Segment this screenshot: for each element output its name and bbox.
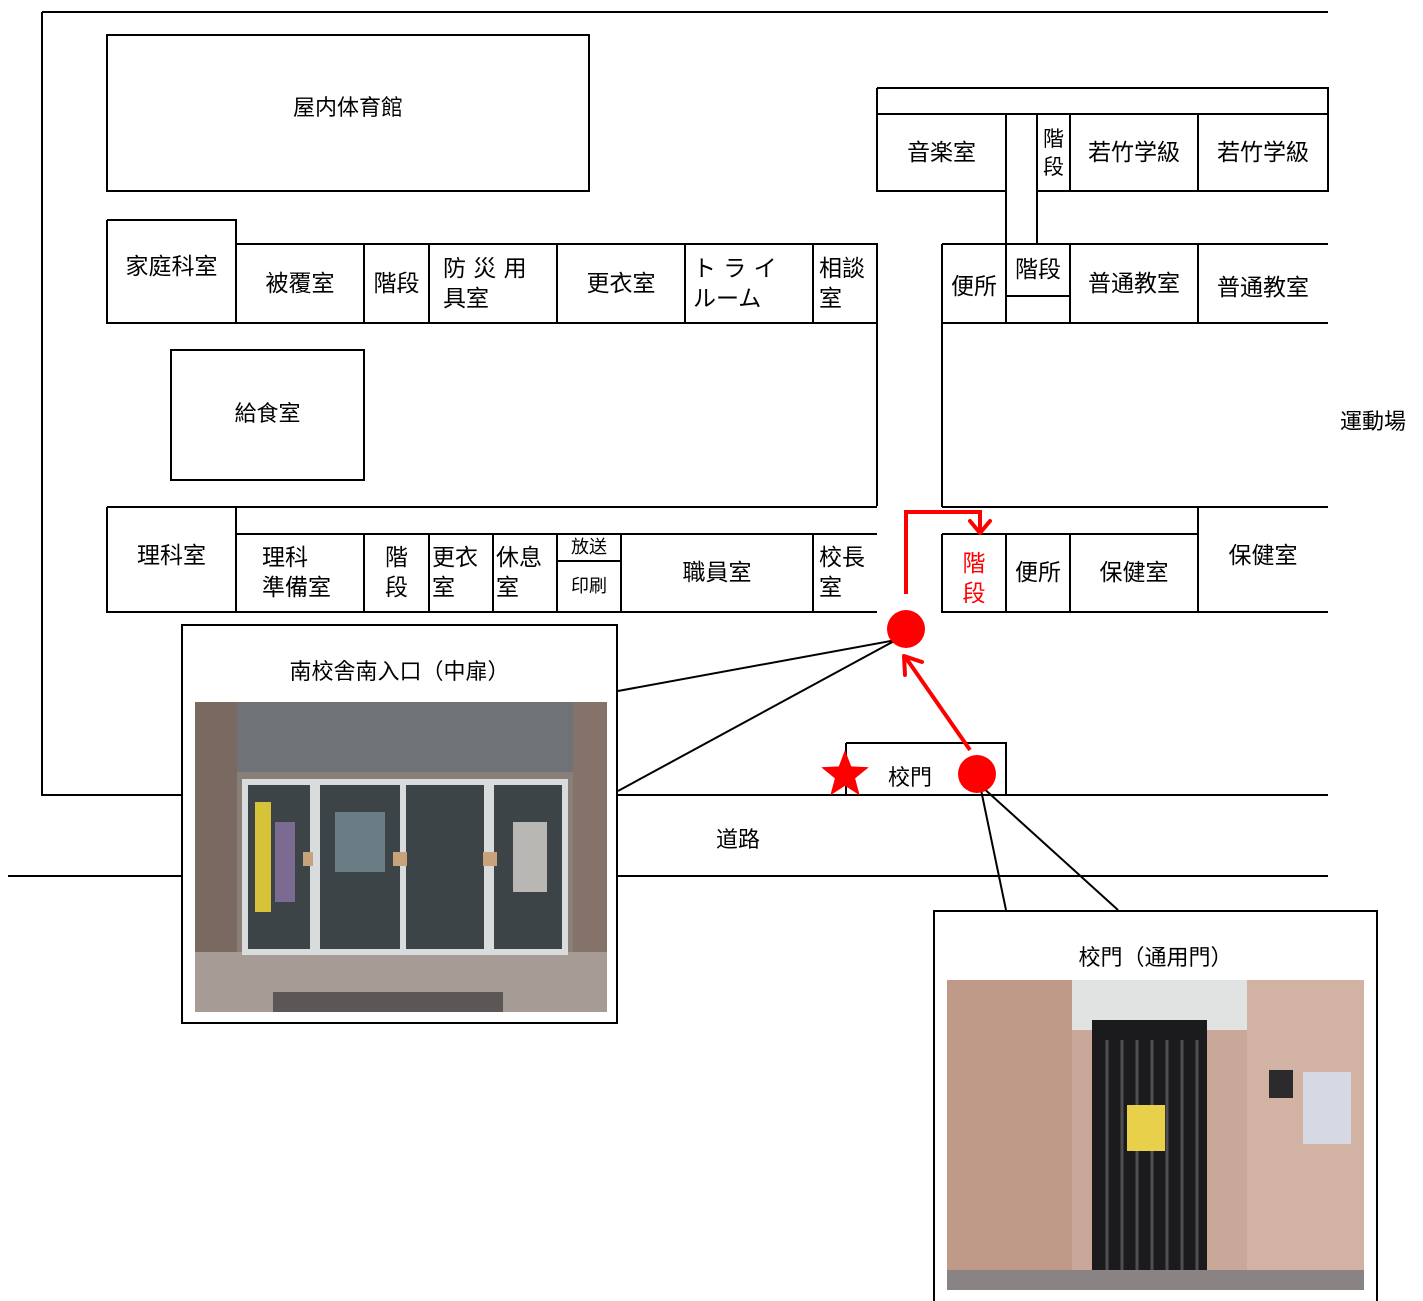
room-shokuin: 職員室 (682, 560, 752, 586)
room-katei: 家庭科室 (125, 254, 218, 280)
room-benjo-east-bottom: 便所 (1015, 560, 1061, 586)
star-icon (821, 750, 869, 796)
room-hoso: 放送 (571, 536, 607, 558)
gate-photo (947, 980, 1364, 1290)
room-torai: ト ラ イ ルーム (693, 255, 777, 312)
room-kaidan-route: 階 段 (962, 551, 986, 607)
room-bosai: 防 災 用 具室 (443, 255, 527, 312)
room-hoken-2: 保健室 (1228, 543, 1298, 569)
room-ongaku: 音楽室 (907, 139, 976, 166)
gate-label: 校門 (888, 766, 933, 791)
room-kocho: 校長 室 (819, 545, 865, 601)
room-rika: 理科室 (137, 543, 206, 569)
room-kaidan-east-top: 階 段 (1043, 126, 1064, 179)
route-path-gate (904, 656, 972, 752)
undojo-label: 運動場 (1340, 410, 1407, 435)
entrance-marker (887, 610, 925, 648)
room-wakatake-2: 若竹学級 (1217, 139, 1309, 166)
route-arrowhead-gate (902, 654, 924, 677)
gate-marker (958, 755, 996, 793)
road-label: 道路 (716, 828, 761, 853)
callout-leader-gate (978, 782, 1119, 911)
room-hoken-1: 保健室 (1099, 560, 1169, 586)
east-top-outline (876, 87, 1329, 244)
room-benjo-east-mid: 便所 (951, 273, 997, 300)
room-futsu-2: 普通教室 (1217, 274, 1309, 301)
kyushoku-label: 給食室 (234, 402, 301, 427)
route-arrowhead-stairs (968, 519, 992, 535)
room-kaidan-east-mid: 階段 (1015, 257, 1061, 283)
room-wakatake-1: 若竹学級 (1088, 139, 1180, 166)
callout-leader-entrance (617, 639, 897, 792)
room-insatsu: 印刷 (571, 575, 607, 597)
room-kaidan-south: 階 段 (385, 545, 408, 601)
gym-outline (106, 34, 590, 192)
room-kyusoku: 休息 室 (496, 545, 542, 601)
room-hifuku: 被覆室 (265, 270, 335, 297)
callout-gate: 校門（通用門） (933, 910, 1378, 1301)
south-entrance-photo (195, 702, 607, 1012)
room-koui-south: 更衣 室 (432, 545, 478, 601)
room-rika-junbi: 理科 準備室 (262, 545, 331, 601)
room-koui-north: 更衣室 (586, 270, 656, 297)
route-path-stairs (904, 510, 982, 594)
gym-label: 屋内体育館 (292, 96, 403, 121)
east-mid-outline (941, 243, 1328, 507)
callout-gate-caption: 校門（通用門） (1078, 946, 1233, 971)
room-kaidan-north: 階段 (373, 270, 420, 297)
callout-south-entrance-caption: 南校舎南入口（中扉） (289, 660, 510, 685)
kyushoku-outline (170, 349, 365, 481)
room-futsu-1: 普通教室 (1088, 270, 1180, 297)
campus-boundary (41, 11, 1328, 796)
room-sodan: 相談 室 (819, 255, 865, 312)
callout-south-entrance: 南校舎南入口（中扉） (181, 624, 618, 1024)
